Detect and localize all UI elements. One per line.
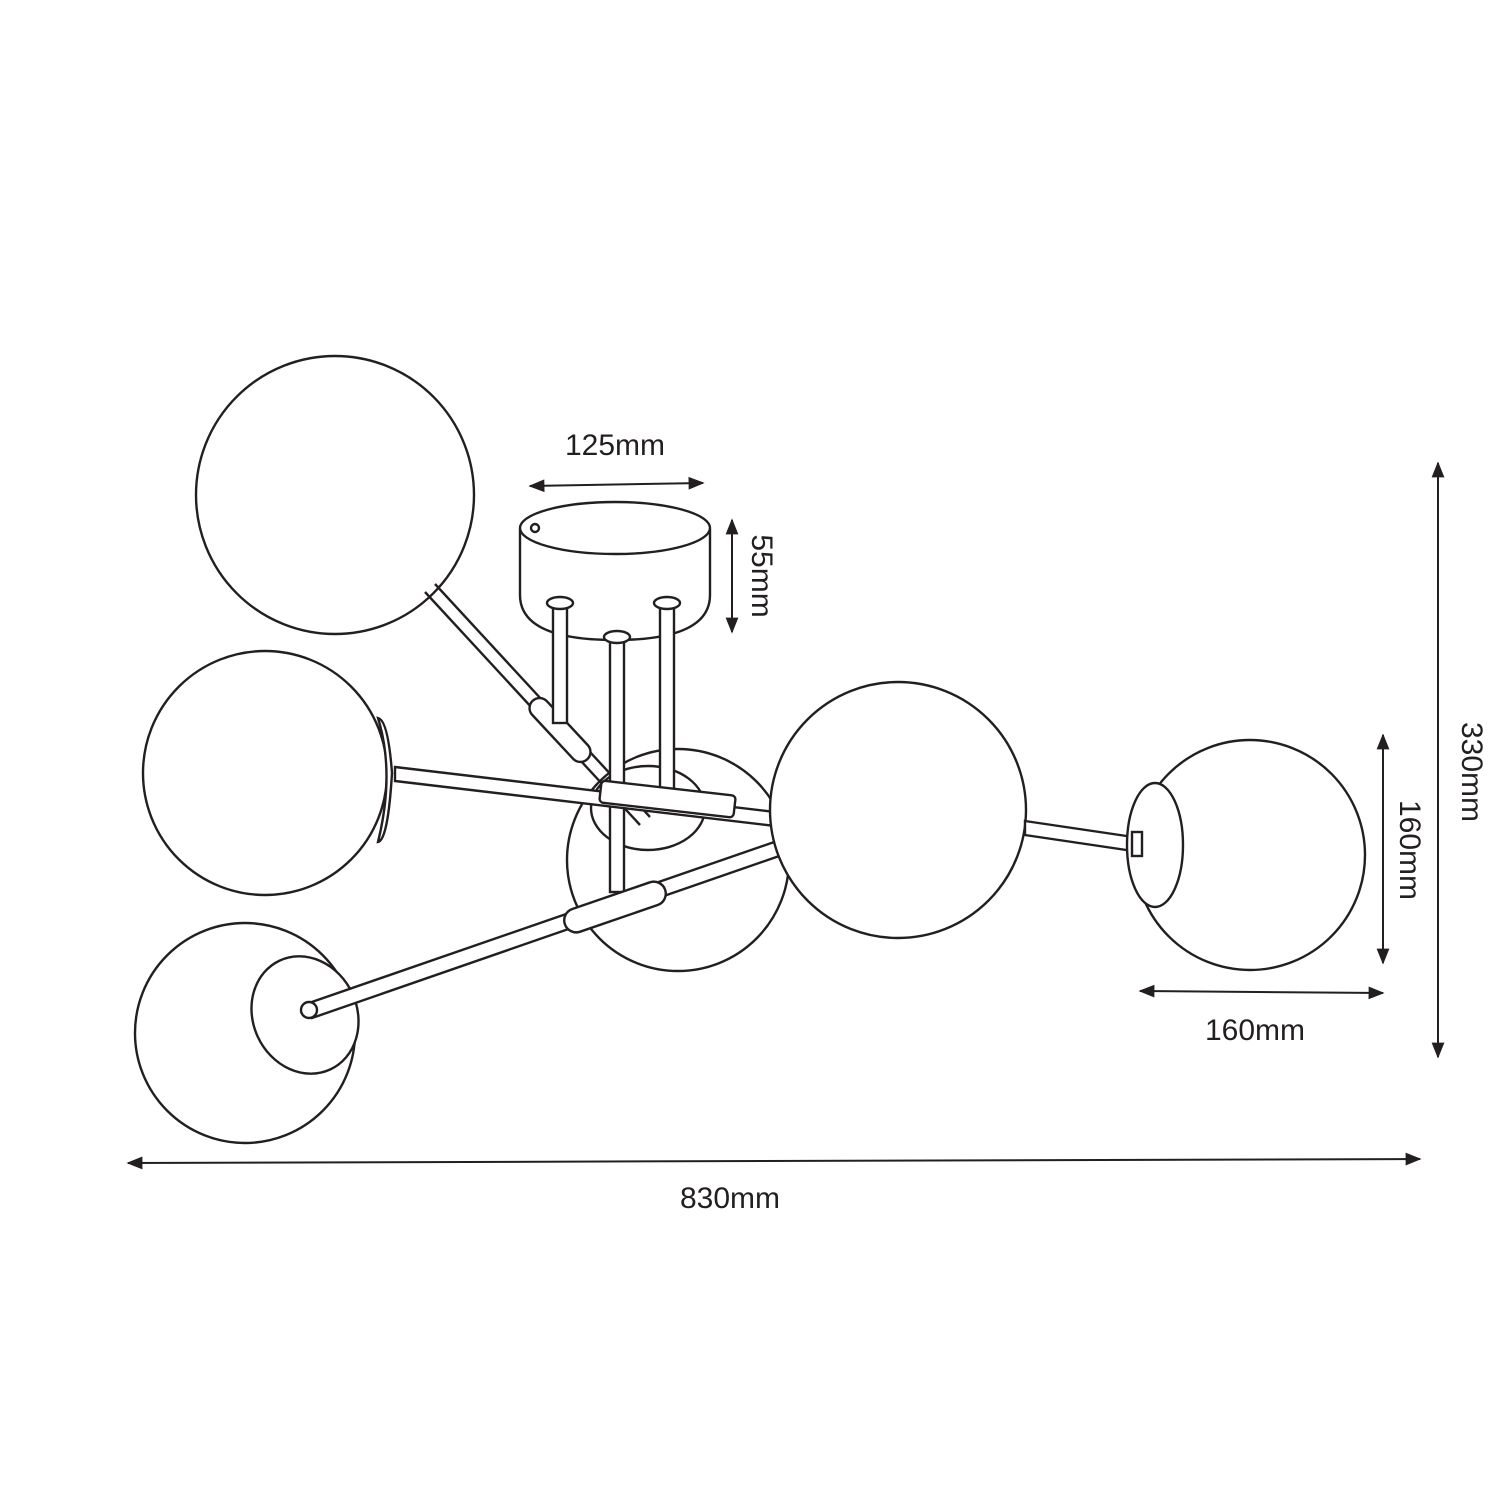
- dim-line-canopy-width: [528, 476, 705, 493]
- ceiling-canopy: [518, 500, 712, 642]
- label-canopy-width: 125mm: [565, 429, 665, 462]
- globe-cap: [1125, 781, 1185, 909]
- label-globe-height: 160mm: [1393, 800, 1426, 900]
- arm-sleeve: [598, 779, 737, 819]
- globe-left-middle: [141, 649, 389, 897]
- canopy-rods: [545, 595, 682, 894]
- label-globe-width: 160mm: [1205, 1014, 1305, 1047]
- arm-right: [1023, 819, 1142, 854]
- globe-center: [768, 680, 1028, 940]
- label-total-width: 830mm: [680, 1182, 780, 1215]
- globe-cap: [376, 716, 394, 844]
- dim-line-globe-width: [1138, 984, 1385, 1000]
- label-total-height: 330mm: [1455, 722, 1488, 822]
- globe-top-left: [194, 354, 476, 636]
- dim-line-total-width: [126, 1152, 1422, 1170]
- arm-sleeve: [563, 880, 667, 934]
- label-canopy-height: 55mm: [745, 534, 778, 617]
